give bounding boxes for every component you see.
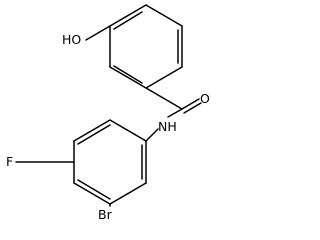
bond	[113, 11, 143, 30]
bond	[109, 182, 147, 205]
bond-c-o-double-2	[183, 102, 202, 114]
bond	[109, 66, 147, 89]
bromine-label: Br	[98, 207, 113, 220]
bond-ring-carbonyl	[145, 87, 183, 110]
bond-c-o-double-1	[181, 98, 200, 110]
bond-n-ring	[145, 128, 159, 142]
bond	[145, 66, 183, 89]
bond-c-n	[167, 108, 183, 118]
bond	[145, 4, 183, 27]
benzoyl-ring	[109, 4, 183, 89]
aniline-ring	[73, 119, 147, 205]
bond	[77, 179, 111, 200]
bond	[73, 182, 111, 205]
hydroxyl-label: HO	[62, 32, 81, 47]
bond	[77, 124, 111, 145]
fluorine-label: F	[6, 154, 13, 169]
bond	[73, 119, 111, 142]
bond	[109, 4, 147, 27]
carbonyl-oxygen-label: O	[200, 91, 210, 106]
molecule-structure: HO O NH F Br	[6, 4, 210, 220]
amide-nitrogen-label: NH	[158, 119, 177, 134]
bond	[113, 65, 143, 84]
bond	[109, 119, 147, 142]
bond-c-oh	[85, 25, 111, 41]
